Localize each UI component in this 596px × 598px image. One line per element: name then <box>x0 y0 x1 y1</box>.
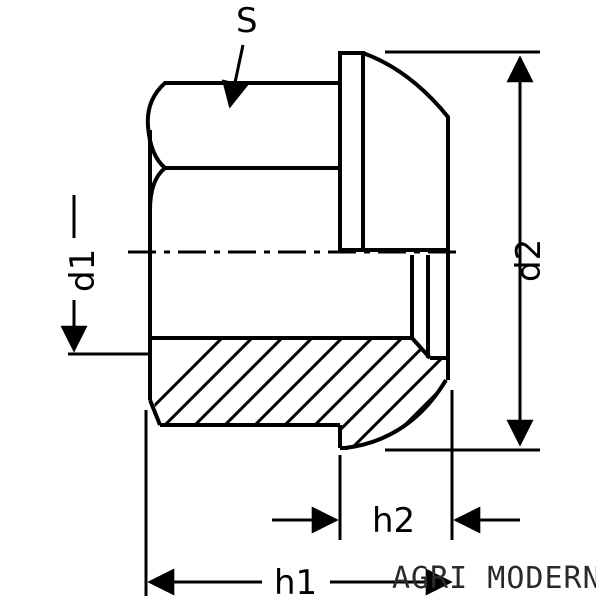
flange <box>338 51 450 450</box>
d2-label: d2 <box>509 239 549 282</box>
h1-label: h1 <box>274 563 317 598</box>
h2-label: h2 <box>372 501 415 541</box>
h2-dimension <box>272 390 520 540</box>
h1-dimension <box>144 410 453 596</box>
hex-top-outline <box>145 81 340 170</box>
hex-body <box>145 81 340 427</box>
hex-bottom-edge <box>148 399 162 426</box>
s-callout: S <box>221 1 258 109</box>
d1-label: d1 <box>63 249 103 292</box>
watermark: AGRI MODERNE <box>392 561 596 596</box>
d1-dimension <box>60 195 150 356</box>
d2-dimension <box>385 50 540 452</box>
flange-upper-chamfer <box>362 51 450 250</box>
s-leader-arrow <box>221 44 249 109</box>
section-hatching <box>150 338 446 448</box>
flange-upper-rect <box>338 51 365 252</box>
hex-lower-face <box>148 166 167 211</box>
s-label: S <box>236 1 258 41</box>
bore-detail <box>150 255 446 360</box>
